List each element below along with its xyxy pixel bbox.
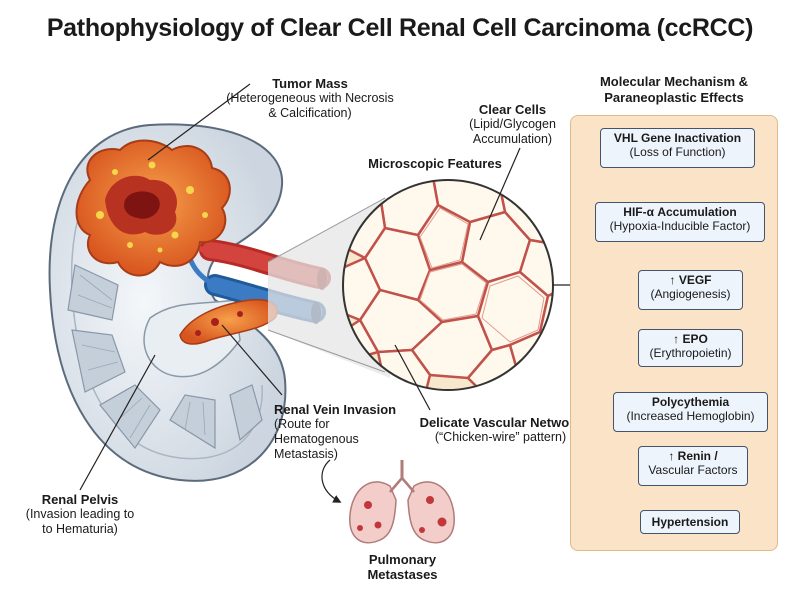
epo-box: ↑ EPO (Erythropoietin) bbox=[638, 329, 743, 367]
lungs bbox=[349, 460, 455, 544]
mechanism-panel-title: Molecular Mechanism & Paraneoplastic Eff… bbox=[599, 74, 749, 105]
polycythemia-box: Polycythemia (Increased Hemoglobin) bbox=[613, 392, 768, 432]
renal-vein-invasion-label: Renal Vein Invasion (Route for Hematogen… bbox=[274, 402, 397, 461]
pulmonary-metastases-label: Pulmonary Metastases bbox=[367, 552, 438, 582]
vascular-network-label: Delicate Vascular Network (“Chicken-wire… bbox=[419, 415, 582, 444]
vegf-box: ↑ VEGF (Angiogenesis) bbox=[638, 270, 743, 310]
hypertension-box: Hypertension bbox=[640, 510, 740, 534]
tumor-mass bbox=[75, 139, 231, 277]
microscopic-features-label: Microscopic Features bbox=[368, 156, 502, 171]
microscopic-view bbox=[342, 179, 554, 391]
renin-box: ↑ Renin / Vascular Factors bbox=[638, 446, 748, 486]
page-title: Pathophysiology of Clear Cell Renal Cell… bbox=[46, 14, 754, 42]
hif-box: HIF-α Accumulation (Hypoxia-Inducible Fa… bbox=[595, 202, 765, 242]
renal-pelvis-label: Renal Pelvis (Invasion leading to to Hem… bbox=[25, 492, 135, 536]
tumor-mass-label: Tumor Mass (Heterogeneous with Necrosis … bbox=[226, 76, 394, 120]
vhl-box: VHL Gene Inactivation (Loss of Function) bbox=[600, 128, 755, 168]
lung-metastases bbox=[357, 496, 447, 533]
clear-cells-label: Clear Cells (Lipid/Glycogen Accumulation… bbox=[469, 102, 556, 146]
